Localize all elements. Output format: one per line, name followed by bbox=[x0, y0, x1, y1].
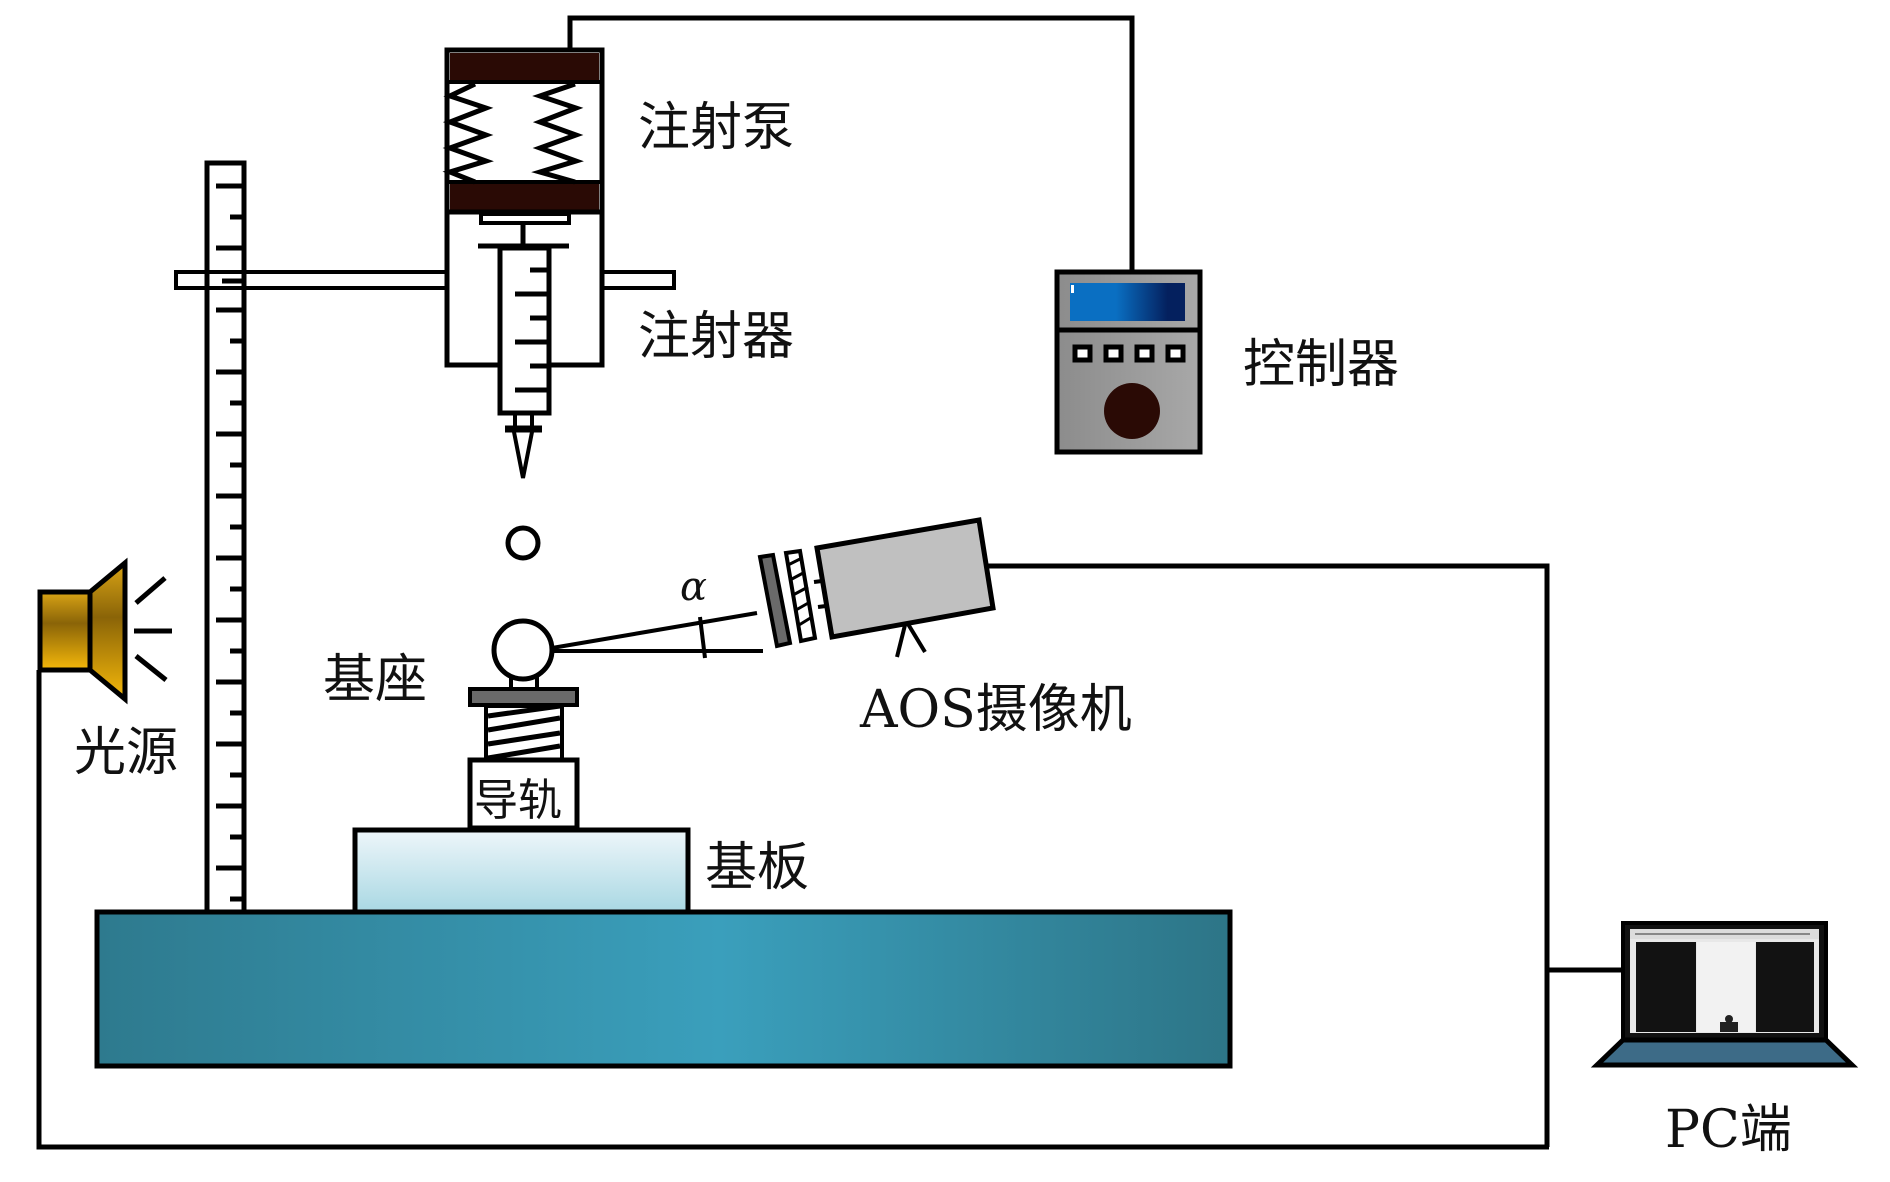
camera-body bbox=[814, 517, 996, 640]
tripod-leg-left bbox=[895, 624, 907, 658]
label-pc: PC端 bbox=[1665, 1100, 1792, 1160]
syringe bbox=[444, 209, 605, 479]
label-guide-rail: 导轨 bbox=[474, 775, 562, 826]
wire-pump-controller bbox=[567, 15, 1135, 272]
lens-plate bbox=[757, 552, 793, 649]
label-syringe: 注射器 bbox=[638, 307, 794, 367]
label-light-source: 光源 bbox=[74, 723, 178, 783]
needle bbox=[512, 431, 534, 479]
base-table bbox=[94, 909, 1233, 1069]
camera bbox=[757, 517, 996, 658]
sessile-drop bbox=[491, 618, 555, 682]
light-rays bbox=[134, 576, 172, 682]
controller-buttons bbox=[1072, 344, 1186, 363]
controller bbox=[1054, 269, 1203, 455]
spring-right bbox=[531, 81, 584, 185]
contact-angle-lines bbox=[551, 611, 763, 659]
wire-lamp-loop bbox=[36, 670, 1549, 1150]
label-stage-mount: 基座 bbox=[323, 650, 427, 710]
light-source bbox=[37, 557, 172, 705]
label-substrate: 基板 bbox=[705, 838, 809, 898]
spring-left bbox=[442, 81, 494, 185]
stage-mount bbox=[467, 618, 580, 831]
tripod-leg-right bbox=[906, 622, 927, 654]
label-syringe-pump: 注射泵 bbox=[638, 98, 794, 158]
pc-laptop bbox=[1590, 921, 1859, 1068]
label-contact-angle: α bbox=[680, 564, 707, 610]
guide-rail bbox=[467, 757, 580, 831]
wires bbox=[36, 15, 1622, 1150]
droplet bbox=[505, 525, 541, 561]
substrate bbox=[352, 827, 691, 915]
label-controller: 控制器 bbox=[1243, 335, 1399, 395]
controller-display bbox=[1070, 283, 1185, 321]
label-camera: AOS摄像机 bbox=[859, 680, 1132, 740]
syringe-pump bbox=[442, 47, 605, 215]
controller-knob bbox=[1104, 383, 1160, 439]
wire-camera-pc bbox=[985, 563, 1550, 1147]
